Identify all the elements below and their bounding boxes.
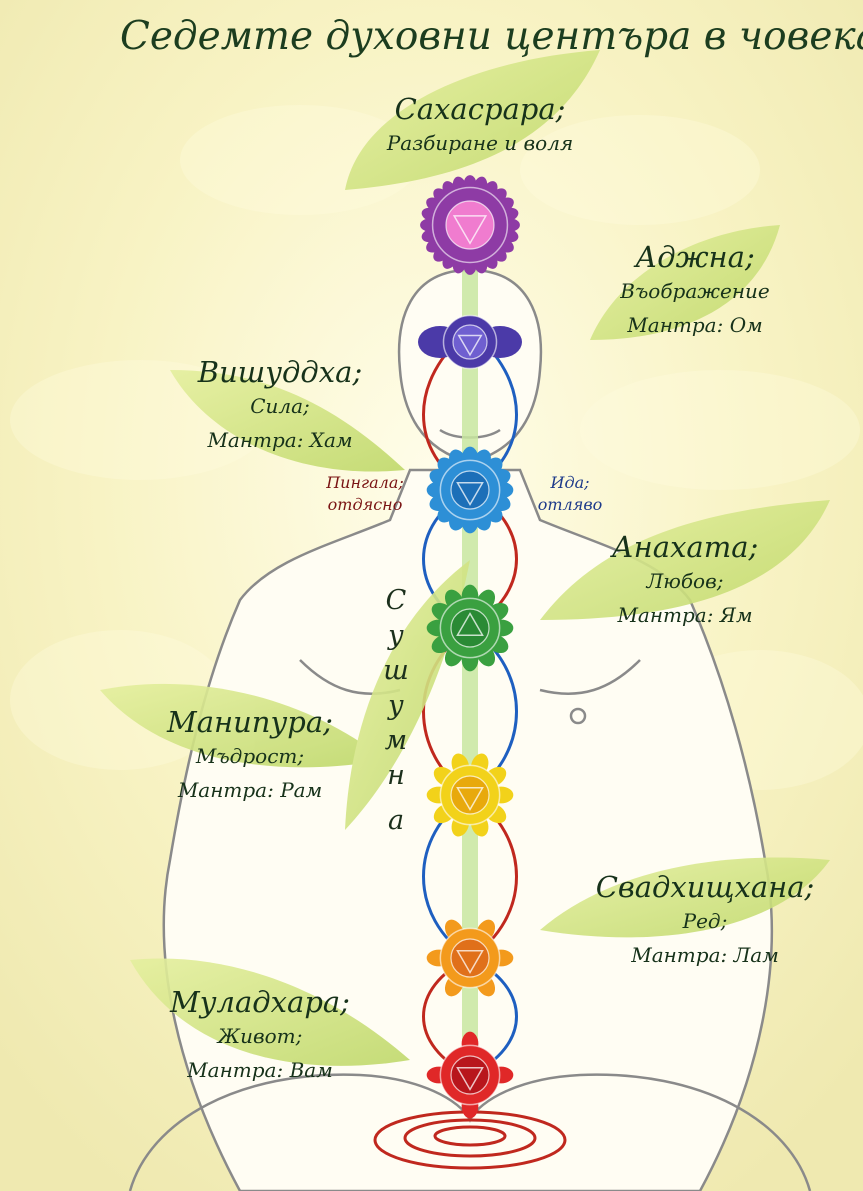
vishuddha-name: Вишуддха; (185, 355, 375, 389)
ida-name: Ида; (530, 472, 610, 494)
muladhara-line2: Мантра: Вам (160, 1053, 360, 1087)
pingala-side: отдясно (315, 494, 415, 516)
sushumna-letter: ш (381, 655, 411, 686)
vishuddha-line1: Сила; (185, 389, 375, 423)
manipura-line1: Мъдрост; (155, 739, 345, 773)
manipura-name: Манипура; (155, 705, 345, 739)
label-svadhisthana: Свадхищхана; Ред; Мантра: Лам (595, 870, 815, 972)
label-muladhara: Муладхара; Живот; Мантра: Вам (160, 985, 360, 1087)
sahasrara-name: Сахасрара; (350, 92, 610, 126)
svadhisthana-line2: Мантра: Лам (595, 938, 815, 972)
svadhisthana-name: Свадхищхана; (595, 870, 815, 904)
label-manipura: Манипура; Мъдрост; Мантра: Рам (155, 705, 345, 807)
ajna-line2: Мантра: Ом (600, 308, 790, 342)
anahata-name: Анахата; (595, 530, 775, 564)
vishuddha-line2: Мантра: Хам (185, 423, 375, 457)
sushumna-letter: а (381, 805, 411, 836)
page-title: Седемте духовни центъра в човека (0, 14, 863, 59)
label-ajna: Аджна; Въображение Мантра: Ом (600, 240, 790, 342)
sushumna-letter: у (381, 690, 411, 721)
muladhara-line1: Живот; (160, 1019, 360, 1053)
label-ida: Ида; отляво (530, 472, 610, 516)
ajna-name: Аджна; (600, 240, 790, 274)
sahasrara-line1: Разбиране и воля (350, 126, 610, 160)
sushumna-letter: н (381, 760, 411, 791)
label-pingala: Пингала; отдясно (315, 472, 415, 516)
label-anahata: Анахата; Любов; Мантра: Ям (595, 530, 775, 632)
anahata-line1: Любов; (595, 564, 775, 598)
sushumna-letter: С (381, 585, 411, 616)
chakra-sahasrara-symbol (420, 175, 520, 275)
sushumna-letter: у (381, 620, 411, 651)
label-sahasrara: Сахасрара; Разбиране и воля (350, 92, 610, 160)
muladhara-name: Муладхара; (160, 985, 360, 1019)
ajna-line1: Въображение (600, 274, 790, 308)
sushumna-letter: м (381, 725, 411, 756)
ida-side: отляво (530, 494, 610, 516)
svadhisthana-line1: Ред; (595, 904, 815, 938)
pingala-name: Пингала; (315, 472, 415, 494)
chakra-vishuddha-symbol (427, 447, 514, 534)
anahata-line2: Мантра: Ям (595, 598, 775, 632)
label-vishuddha: Вишуддха; Сила; Мантра: Хам (185, 355, 375, 457)
manipura-line2: Мантра: Рам (155, 773, 345, 807)
